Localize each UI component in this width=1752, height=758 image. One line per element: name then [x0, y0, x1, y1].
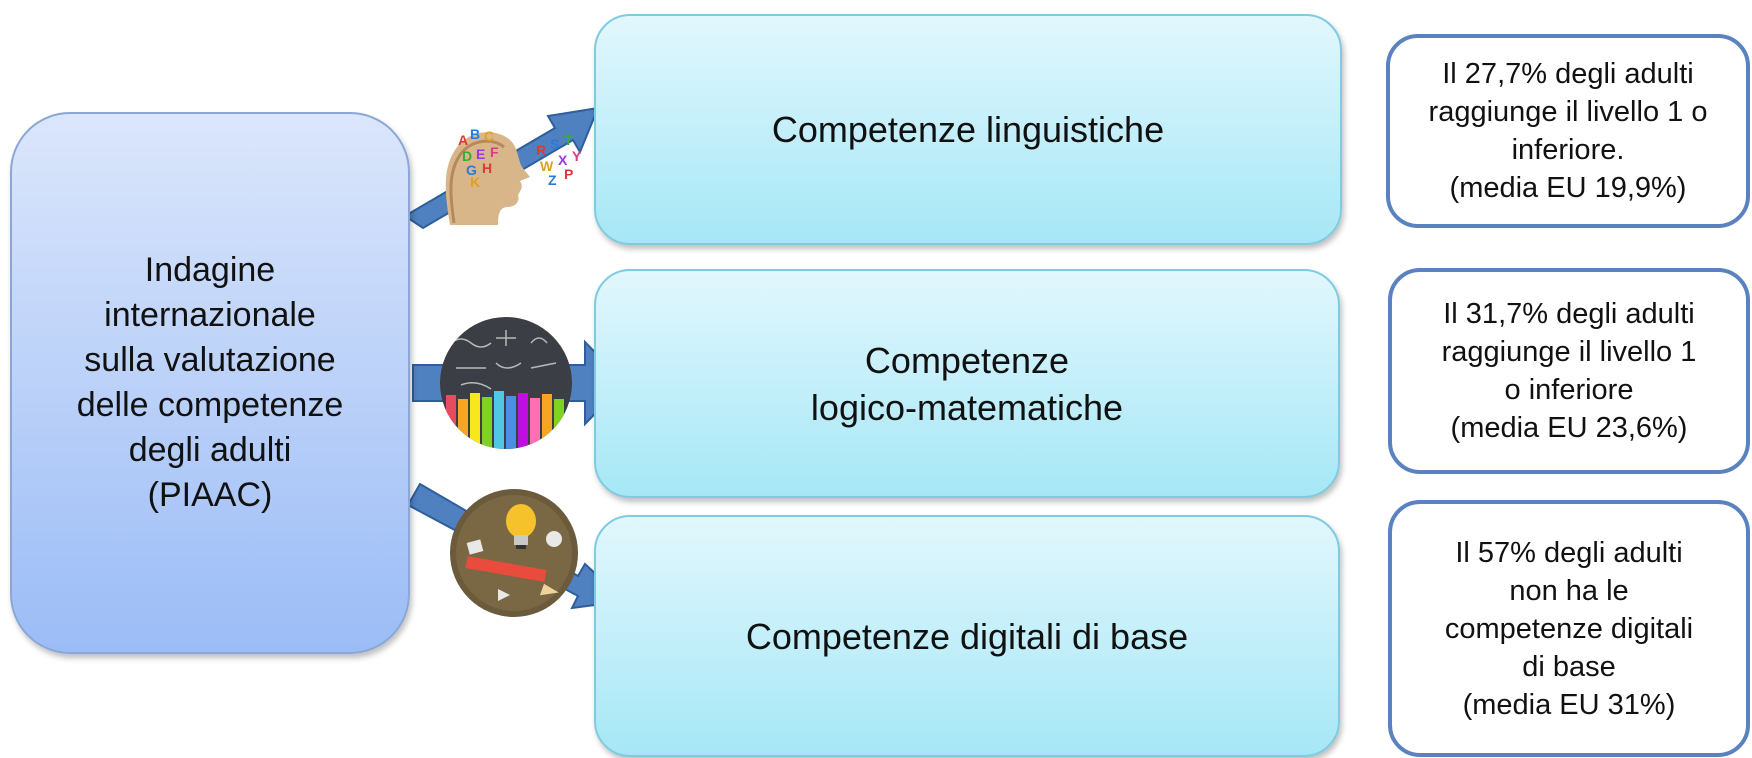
text-line: Competenze digitali di base: [745, 615, 1189, 657]
text-line: Il 31,7% degli adulti: [1443, 298, 1695, 330]
text-line: (media EU 19,9%): [1449, 172, 1687, 204]
text-line: Il 57% degli adulti: [1455, 536, 1683, 569]
svg-text:K: K: [470, 174, 480, 190]
stat-linguistic-box: Il 27,7% degli adulti raggiunge il livell…: [1386, 34, 1750, 228]
text-line: delle competenze: [76, 386, 344, 424]
text-line: degli adulti: [128, 431, 292, 469]
text-line: logico-matematiche: [810, 386, 1124, 428]
svg-text:F: F: [490, 144, 499, 160]
competence-linguistic-text: Competenze linguistiche: [772, 106, 1164, 153]
stat-logic-math-box: Il 31,7% degli adulti raggiunge il livell…: [1388, 268, 1750, 474]
svg-text:S: S: [550, 136, 559, 152]
svg-text:Z: Z: [548, 172, 557, 188]
svg-text:T: T: [564, 132, 573, 148]
svg-text:A: A: [458, 132, 468, 148]
svg-text:G: G: [466, 162, 477, 178]
text-line: sulla valutazione: [84, 341, 336, 379]
lightbulb-pencil-icon: [450, 489, 578, 617]
text-line: non ha le: [1509, 574, 1629, 607]
text-line: inferiore.: [1511, 134, 1625, 166]
competence-logic-math-box: Competenze logico-matematiche: [594, 269, 1340, 498]
text-line: competenze digitali: [1444, 612, 1694, 645]
svg-text:B: B: [470, 126, 480, 142]
main-survey-text: Indagine internazionale sulla valutazione d…: [77, 248, 344, 518]
text-line: Il 27,7% degli adulti: [1442, 58, 1694, 90]
svg-text:C: C: [484, 128, 494, 144]
stat-logic-math-text: Il 31,7% degli adulti raggiunge il livell…: [1442, 295, 1697, 447]
text-line: internazionale: [104, 296, 316, 334]
text-line: (media EU 23,6%): [1450, 412, 1688, 444]
svg-text:R: R: [536, 142, 546, 158]
competence-logic-math-text: Competenze logico-matematiche: [811, 337, 1123, 431]
text-line: di base: [1522, 650, 1616, 683]
svg-text:P: P: [564, 166, 573, 182]
svg-text:D: D: [462, 148, 472, 164]
svg-text:Y: Y: [572, 148, 582, 164]
text-line: raggiunge il livello 1 o: [1428, 96, 1708, 128]
main-survey-box: Indagine internazionale sulla valutazione d…: [10, 112, 410, 654]
text-line: Competenze: [864, 339, 1070, 381]
chalkboard-icon: [440, 317, 572, 449]
svg-text:E: E: [476, 146, 485, 162]
svg-text:X: X: [558, 152, 568, 168]
text-line: Indagine: [144, 251, 276, 289]
text-line: (media EU 31%): [1462, 688, 1676, 721]
stat-linguistic-text: Il 27,7% degli adulti raggiunge il livell…: [1429, 55, 1708, 207]
competence-digital-box: Competenze digitali di base: [594, 515, 1340, 757]
text-line: Competenze linguistiche: [771, 109, 1165, 150]
svg-text:W: W: [540, 158, 554, 174]
competence-digital-text: Competenze digitali di base: [746, 613, 1188, 660]
text-line: o inferiore: [1504, 374, 1634, 406]
svg-text:H: H: [482, 160, 492, 176]
competence-linguistic-box: Competenze linguistiche: [594, 14, 1342, 245]
stat-digital-box: Il 57% degli adulti non ha le competenze d…: [1388, 500, 1750, 757]
stat-digital-text: Il 57% degli adulti non ha le competenze d…: [1445, 534, 1693, 724]
text-line: raggiunge il livello 1: [1441, 336, 1697, 368]
text-line: (PIAAC): [147, 476, 273, 514]
